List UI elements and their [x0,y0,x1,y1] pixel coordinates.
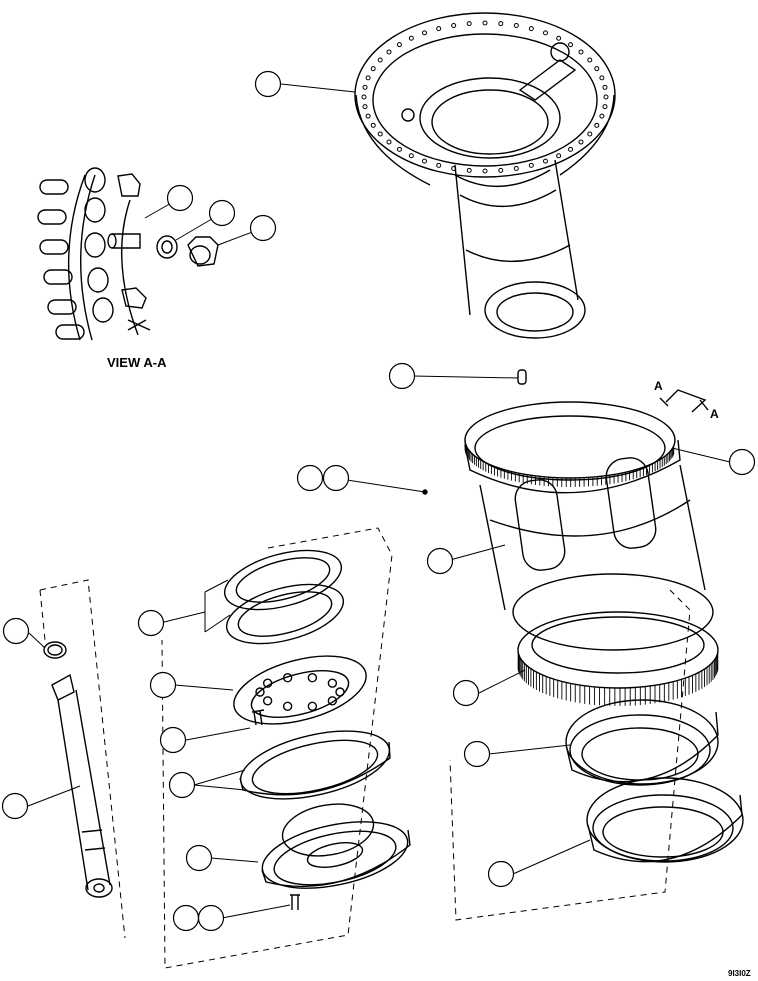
section-marker-a-right: A [710,407,719,421]
seal-ring-lower [586,777,744,863]
callout-balloon [322,464,350,492]
callout-balloon [1,792,29,820]
callout-balloon [197,904,225,932]
axle-shaft-part [43,641,113,898]
callout-balloon [159,726,187,754]
cap-screw-part [251,709,265,726]
cover-plate-part [261,803,411,889]
callout-balloon [149,671,177,699]
shaft-group-box [39,579,126,939]
bearing-cup-part [239,730,391,800]
callout-balloon [172,904,200,932]
callout-balloon [137,609,165,637]
section-a-marker [659,389,709,413]
hub-spindle-part [354,12,616,339]
view-a-a-detail [37,167,219,341]
view-a-a-label: VIEW A-A [107,355,167,370]
callout-balloon [2,617,30,645]
shim-pack-part [223,549,345,645]
callout-balloon [487,860,515,888]
callout-balloon [728,448,756,476]
ring-gear-carrier-part [464,401,719,706]
callout-balloon [426,547,454,575]
section-marker-a-left: A [654,379,663,393]
callout-balloon [168,771,196,799]
thrust-plate-part [233,655,367,725]
callout-balloon [388,362,416,390]
callout-balloon [296,464,324,492]
callout-balloon [452,679,480,707]
callout-balloon [254,70,282,98]
callout-balloon [463,740,491,768]
callout-balloon [166,184,194,212]
callout-balloon [249,214,277,242]
drawing-code: 9I3I0Z [728,969,751,978]
right-group-box [449,589,691,921]
callout-balloon [185,844,213,872]
plug-part [290,894,300,910]
middle-group-box [161,527,393,969]
seal-ring-upper [565,699,719,786]
callout-balloon [208,199,236,227]
